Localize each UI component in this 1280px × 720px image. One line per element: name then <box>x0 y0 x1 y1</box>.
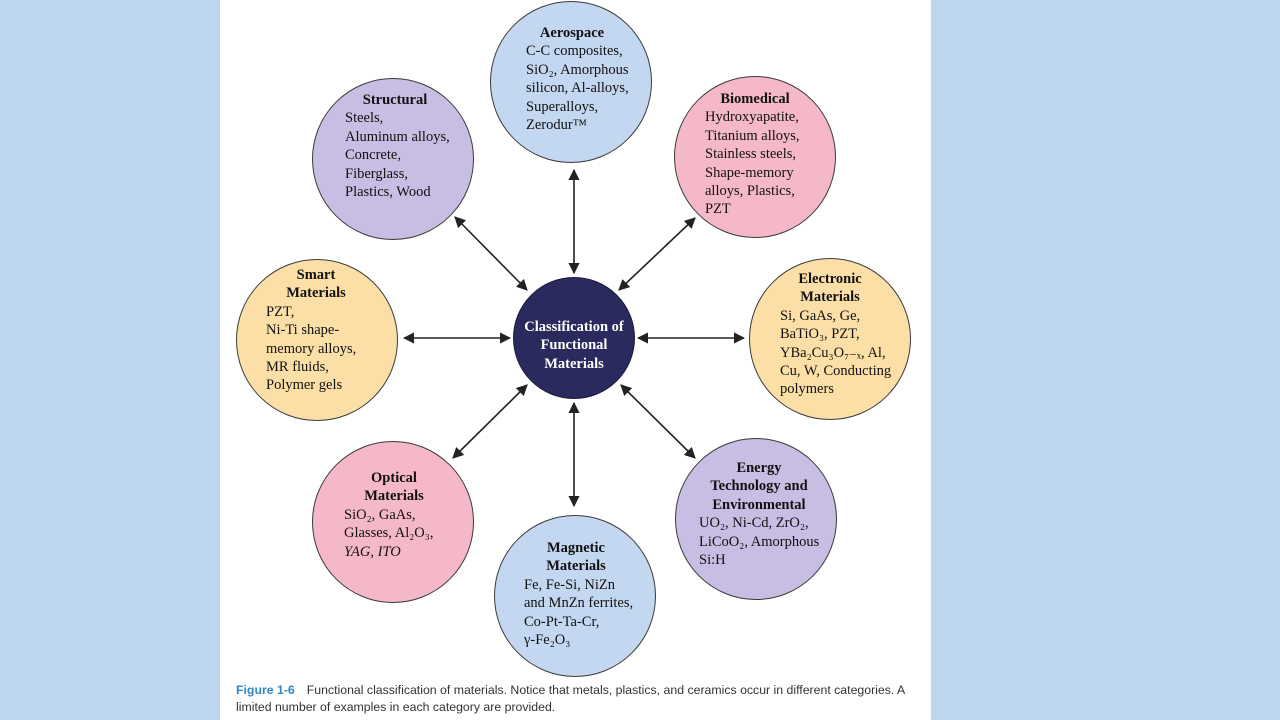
node-line: Co-Pt-Ta-Cr, <box>524 613 600 630</box>
caption-text: Functional classification of materials. … <box>236 683 905 714</box>
node-line: UO₂, Ni-Cd, ZrO₂, <box>699 515 809 532</box>
node-line: Zerodur™ <box>526 117 587 134</box>
figure-panel: Classification of Functional Materials A… <box>220 0 931 720</box>
node-line: Fe, Fe-Si, NiZn <box>524 576 616 593</box>
node-line: Shape-memory <box>705 164 794 181</box>
node-line: Steels, <box>345 110 384 127</box>
node-line: Glasses, Al₂O₃, <box>344 525 434 542</box>
node-title: Materials <box>546 558 606 575</box>
node-line: C-C composites, <box>526 43 623 60</box>
node-line: SiO₂, GaAs, <box>344 506 416 523</box>
arrow-biomedical <box>618 217 696 291</box>
arrow-structural <box>454 216 528 291</box>
node-line: Si:H <box>699 552 726 569</box>
node-line: silicon, Al-alloys, <box>526 80 629 97</box>
node-line: alloys, Plastics, <box>705 183 795 200</box>
node-line: YAG, ITO <box>344 543 401 560</box>
node-line: LiCoO₂, Amorphous <box>699 533 820 550</box>
node-line: Superalloys, <box>526 98 599 115</box>
node-title: Smart <box>296 267 336 283</box>
node-aerospace: Aerospace C-C composites, SiO₂, Amorphou… <box>490 1 652 163</box>
node-line: Polymer gels <box>266 377 343 394</box>
node-title: Structural <box>362 92 428 108</box>
arrow-optical <box>452 384 528 459</box>
node-title: Materials <box>286 285 346 302</box>
node-title: Energy <box>736 460 782 476</box>
node-line: Aluminum alloys, <box>345 128 450 145</box>
figure-label: Figure 1-6 <box>236 683 295 697</box>
node-line: Concrete, <box>345 147 401 164</box>
node-smart: Smart Materials PZT, Ni-Ti shape- memory… <box>236 259 398 421</box>
node-title: Aerospace <box>539 25 605 41</box>
node-line: Stainless steels, <box>705 146 797 163</box>
node-line: and MnZn ferrites, <box>524 595 634 612</box>
node-title: Biomedical <box>720 91 790 107</box>
node-line: YBa₂Cu₃O₇₋ₓ, Al, <box>780 344 886 361</box>
center-label: Classification of Functional Materials <box>514 318 634 373</box>
node-line: Hydroxyapatite, <box>705 109 799 126</box>
node-biomedical: Biomedical Hydroxyapatite, Titanium allo… <box>674 76 836 238</box>
node-line: PZT <box>705 201 731 218</box>
node-line: polymers <box>780 381 834 398</box>
node-line: Fiberglass, <box>345 165 408 182</box>
node-line: SiO₂, Amorphous <box>526 61 629 78</box>
node-line: Titanium alloys, <box>705 127 800 144</box>
node-line: PZT, <box>266 303 295 320</box>
node-title: Electronic <box>798 271 862 287</box>
center-line: Functional <box>540 337 608 354</box>
node-line: Ni-Ti shape- <box>266 322 340 339</box>
node-structural: Structural Steels, Aluminum alloys, Conc… <box>312 78 474 240</box>
node-title: Magnetic <box>547 540 605 556</box>
node-line: MR fluids, <box>266 359 329 376</box>
node-line: Plastics, Wood <box>345 184 431 201</box>
arrows-layer <box>402 168 746 508</box>
center-line: Materials <box>544 355 604 372</box>
node-line: memory alloys, <box>266 340 357 357</box>
node-line: Cu, W, Conducting <box>780 363 892 380</box>
center-line: Classification of <box>524 319 624 335</box>
center-node: Classification of Functional Materials <box>513 277 635 399</box>
node-energy: Energy Technology and Environmental UO₂,… <box>675 438 837 600</box>
arrow-energy <box>620 384 696 459</box>
node-title: Optical <box>371 470 417 486</box>
node-title: Materials <box>800 289 860 306</box>
node-electronic: Electronic Materials Si, GaAs, Ge, BaTiO… <box>749 258 911 420</box>
node-title: Technology and <box>710 478 808 495</box>
node-line: BaTiO₃, PZT, <box>780 326 860 343</box>
node-optical: Optical Materials SiO₂, GaAs, Glasses, A… <box>312 441 474 603</box>
node-title: Materials <box>364 488 424 505</box>
node-line: Si, GaAs, Ge, <box>780 307 861 324</box>
node-line: γ-Fe₂O₃ <box>524 632 571 649</box>
node-magnetic: Magnetic Materials Fe, Fe-Si, NiZn and M… <box>494 515 656 677</box>
node-title: Environmental <box>712 496 806 513</box>
